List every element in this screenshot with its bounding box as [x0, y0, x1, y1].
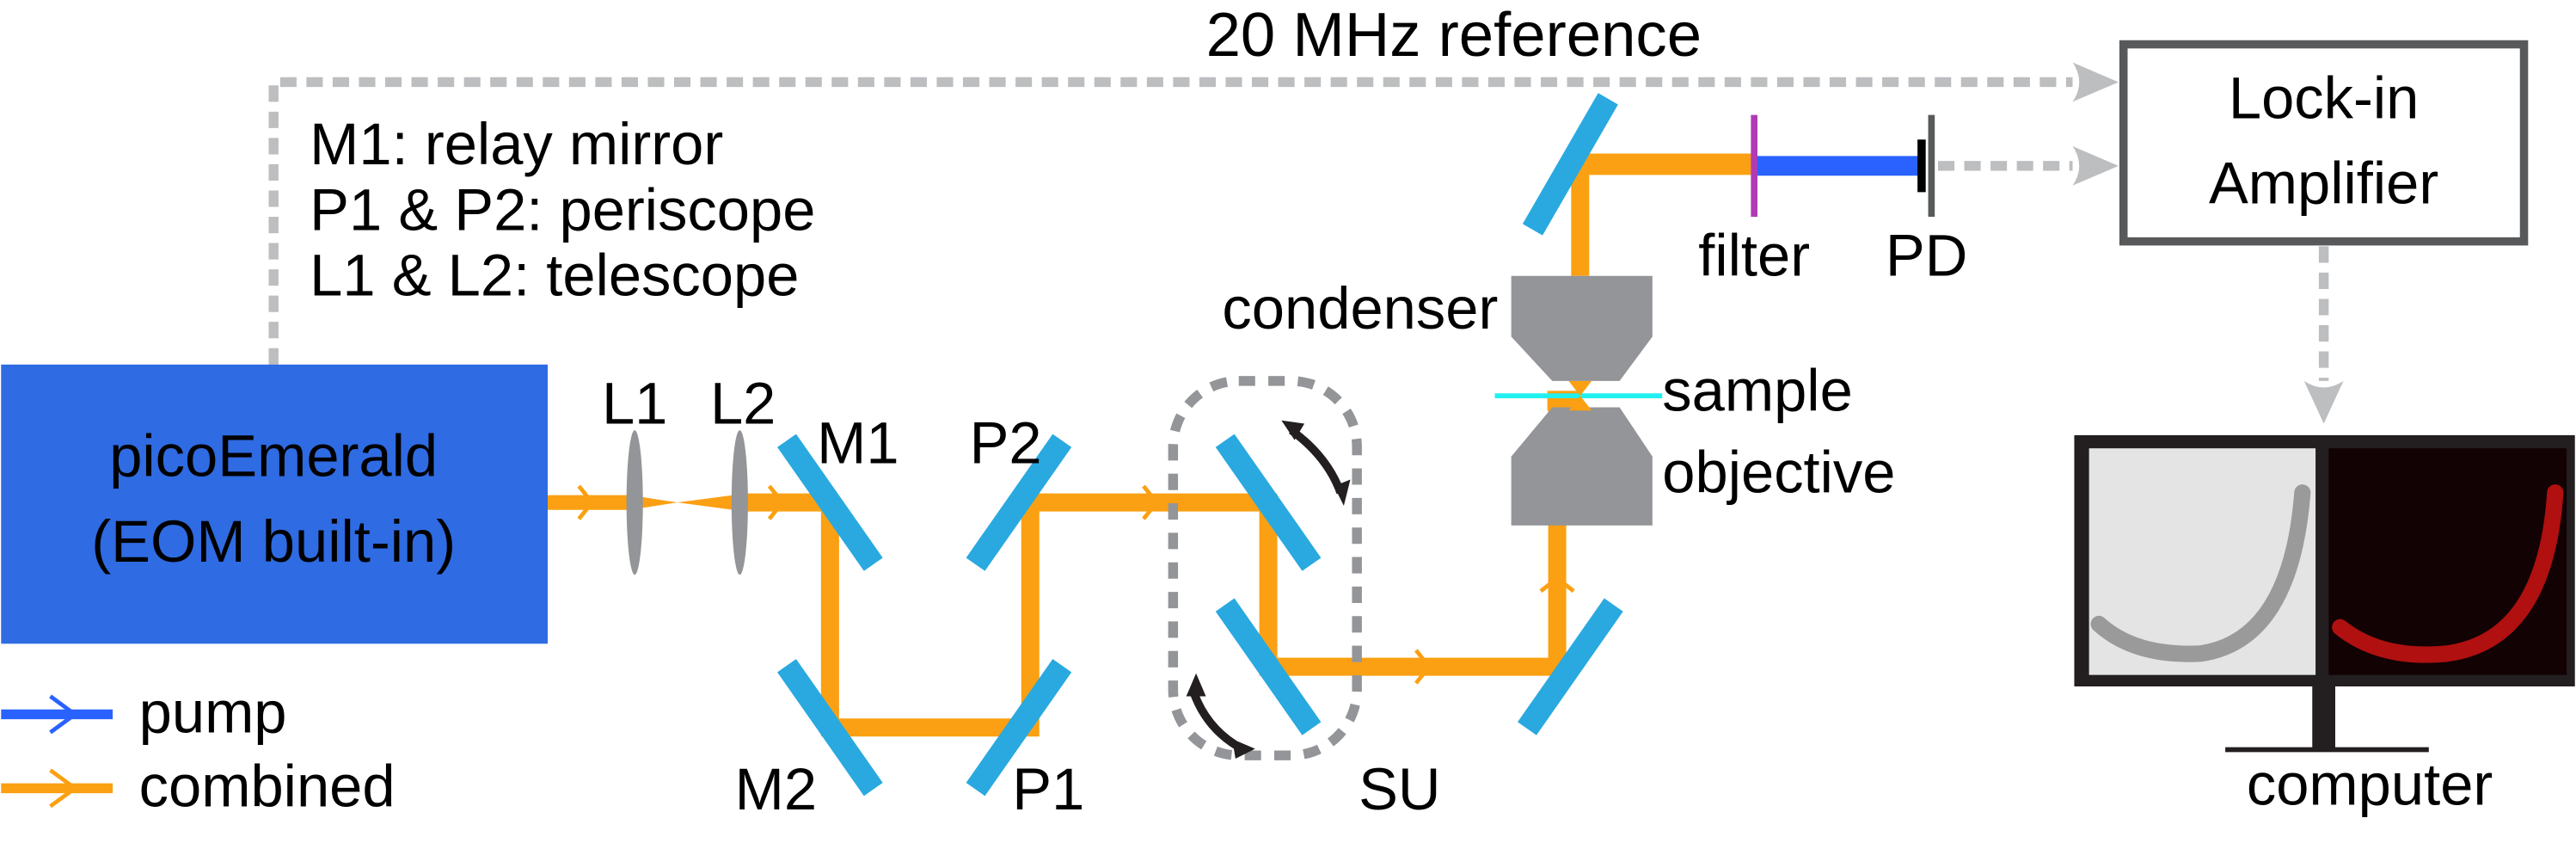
lens-l1-label: L1: [602, 371, 667, 437]
objective-shape: [1511, 407, 1653, 526]
legend-combined-label: combined: [139, 753, 396, 819]
direction-arrow-icon: [577, 484, 595, 520]
sample-label: sample: [1662, 357, 1853, 423]
computer-label: computer: [2247, 751, 2493, 817]
lens-l1: L1: [602, 371, 667, 575]
scan-mirror-1: [1215, 434, 1322, 571]
periscope-p1: P1: [966, 659, 1084, 822]
lens-l1-shape: [626, 430, 643, 575]
laser-subtitle: (EOM built-in): [91, 508, 456, 575]
computer: computer: [2074, 434, 2575, 817]
condenser-label: condenser: [1222, 275, 1498, 341]
reference-signal-line: [268, 62, 2119, 365]
mirror-to-objective: [1518, 598, 1623, 735]
worm-brightfield: [2090, 484, 2311, 662]
photodiode: PD: [1886, 114, 1967, 289]
notes-block: M1: relay mirror P1 & P2: periscope L1 &…: [310, 111, 815, 309]
legend-item-combined: combined: [1, 753, 396, 819]
lockin-to-computer-line: [2303, 246, 2344, 424]
objective-label: objective: [1662, 440, 1895, 506]
monitor-stand: [2312, 686, 2335, 749]
legend: pump combined: [1, 679, 396, 819]
legend-item-pump: pump: [1, 679, 287, 745]
sample: sample: [1494, 357, 1853, 423]
lockin-box: [2119, 40, 2529, 246]
lockin-label-line1: Lock-in: [2229, 65, 2420, 131]
periscope-p1-label: P1: [1012, 756, 1084, 822]
focus-cone-top: [1568, 380, 1592, 397]
direction-arrow-icon: [1414, 649, 1432, 685]
pd-signal-arrowhead-icon: [2072, 145, 2119, 186]
scanning-unit-label: SU: [1359, 756, 1440, 822]
focus-cone-bottom: [1568, 396, 1592, 411]
mirror-m2-label: M2: [735, 756, 817, 822]
periscope-p1-shape: [966, 659, 1072, 797]
legend-pump-label: pump: [139, 679, 287, 745]
condenser-shape: [1511, 275, 1653, 381]
filter: filter: [1698, 114, 1810, 289]
pump-arrow-icon: [49, 694, 79, 735]
mirror-m1-label: M1: [817, 409, 899, 476]
scan-mirror-2: [1215, 598, 1322, 735]
laser-name: picoEmerald: [109, 423, 438, 489]
reference-label: 20 MHz reference: [1206, 0, 1702, 70]
mirror-m2: M2: [735, 659, 883, 822]
rotation-arrowhead-icon: [1232, 739, 1255, 759]
laser-source: picoEmerald (EOM built-in): [1, 364, 549, 644]
periscope-p2: P2: [966, 409, 1072, 571]
beam-segment-main: [820, 440, 1567, 737]
note-l1-l2: L1 & L2: telescope: [310, 243, 799, 309]
reference-dash-path: [268, 77, 2073, 365]
lens-l2-label: L2: [710, 371, 776, 437]
condenser: condenser: [1222, 275, 1653, 381]
mirror-m2-shape: [777, 659, 883, 797]
direction-arrow-icon: [1539, 575, 1575, 594]
rotation-arrowhead-icon: [1334, 479, 1351, 506]
mirror-m1: M1: [777, 409, 899, 571]
monitor-base: [2225, 747, 2429, 753]
objective: objective: [1511, 407, 1895, 526]
scanning-unit-boundary: [1168, 376, 1362, 760]
combined-arrow-icon: [49, 768, 79, 809]
rotation-arrowhead-icon: [1186, 673, 1206, 697]
beam-focus-in: [635, 495, 678, 509]
worm-fluorescence: [2332, 484, 2564, 663]
laser-box: [1, 364, 549, 644]
photodiode-label: PD: [1886, 223, 1967, 289]
direction-arrow-icon: [767, 484, 786, 520]
combined-beam-path: [548, 153, 1922, 737]
lens-l2-shape: [731, 430, 748, 575]
direction-arrow-icon: [1142, 484, 1160, 520]
lens-l2: L2: [710, 371, 776, 575]
mirror-m1-shape: [777, 434, 883, 571]
beam-focus-out: [677, 494, 740, 511]
reference-arrowhead-icon: [2072, 62, 2119, 102]
note-p1-p2: P1 & P2: periscope: [310, 176, 815, 243]
rotation-arrow-icon: [1289, 427, 1345, 495]
mirror-to-filter: [1522, 93, 1618, 236]
note-m1: M1: relay mirror: [310, 111, 723, 177]
pd-signal-line: [1938, 145, 2119, 186]
rotation-arrowhead-icon: [1281, 420, 1305, 440]
periscope-p2-shape: [966, 434, 1072, 571]
scanning-unit: SU: [1168, 376, 1441, 822]
lockin-amplifier: Lock-in Amplifier: [2119, 40, 2529, 246]
filter-label: filter: [1698, 223, 1810, 289]
lockin-output-arrowhead-icon: [2303, 380, 2344, 424]
lockin-label-line2: Amplifier: [2209, 151, 2438, 217]
periscope-p2-label: P2: [970, 409, 1042, 476]
